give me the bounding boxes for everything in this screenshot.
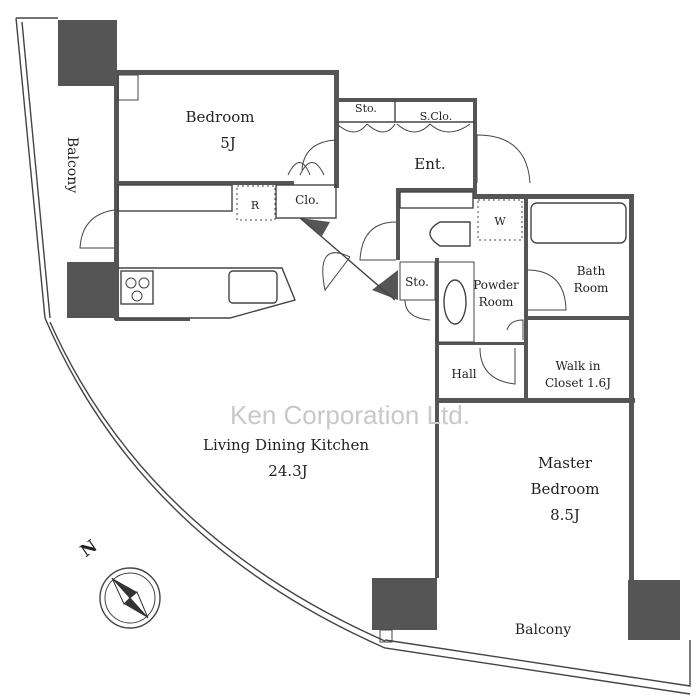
sink-icon: [228, 270, 278, 304]
bedroom-size: 5J: [220, 134, 236, 152]
powder-room-label: Powder: [473, 278, 519, 292]
stove-icon: [120, 270, 154, 305]
powder-room-label-2: Room: [479, 295, 514, 309]
watermark: Ken Corporation Ltd.: [230, 400, 470, 430]
fixtures: [117, 74, 627, 343]
bathtub-icon: [530, 202, 627, 244]
fridge-space: [236, 185, 276, 221]
walls: [114, 70, 635, 580]
balcony-left-label: Balcony: [64, 137, 80, 193]
doors: [79, 123, 567, 643]
walk-in-closet-label: Walk in: [556, 359, 601, 373]
washer-space: [477, 199, 523, 241]
bedroom-label: Bedroom: [186, 108, 255, 126]
balcony-bottom-label: Balcony: [515, 622, 571, 638]
ldk-size: 24.3J: [268, 462, 307, 480]
entrance-label: Ent.: [414, 155, 445, 173]
master-bedroom-size: 8.5J: [550, 506, 580, 524]
master-bedroom-label: Master: [538, 454, 593, 472]
bath-room-label-2: Room: [574, 281, 609, 295]
toilet-icon: [429, 221, 471, 247]
bath-room-label: Bath: [577, 264, 606, 278]
pillar: [67, 262, 115, 318]
washer-label: W: [494, 215, 506, 228]
ldk-label: Living Dining Kitchen: [203, 436, 369, 454]
storage-label: Sto.: [355, 102, 377, 115]
walk-in-closet-size: Closet 1.6J: [545, 376, 611, 390]
outer-outline: [15, 17, 691, 695]
compass-icon: N: [77, 536, 161, 629]
hall-label: Hall: [451, 367, 476, 381]
master-bedroom-label-2: Bedroom: [531, 480, 600, 498]
pillar: [58, 20, 117, 86]
pillar: [628, 580, 680, 640]
north-label: N: [77, 536, 101, 561]
shoe-closet-label: S.Clo.: [420, 110, 453, 123]
basin-icon: [443, 279, 467, 325]
pillar: [372, 578, 437, 630]
storage-mid-label: Sto.: [405, 275, 429, 289]
closet-label: Clo.: [295, 193, 319, 207]
fridge-label: R: [251, 199, 260, 212]
